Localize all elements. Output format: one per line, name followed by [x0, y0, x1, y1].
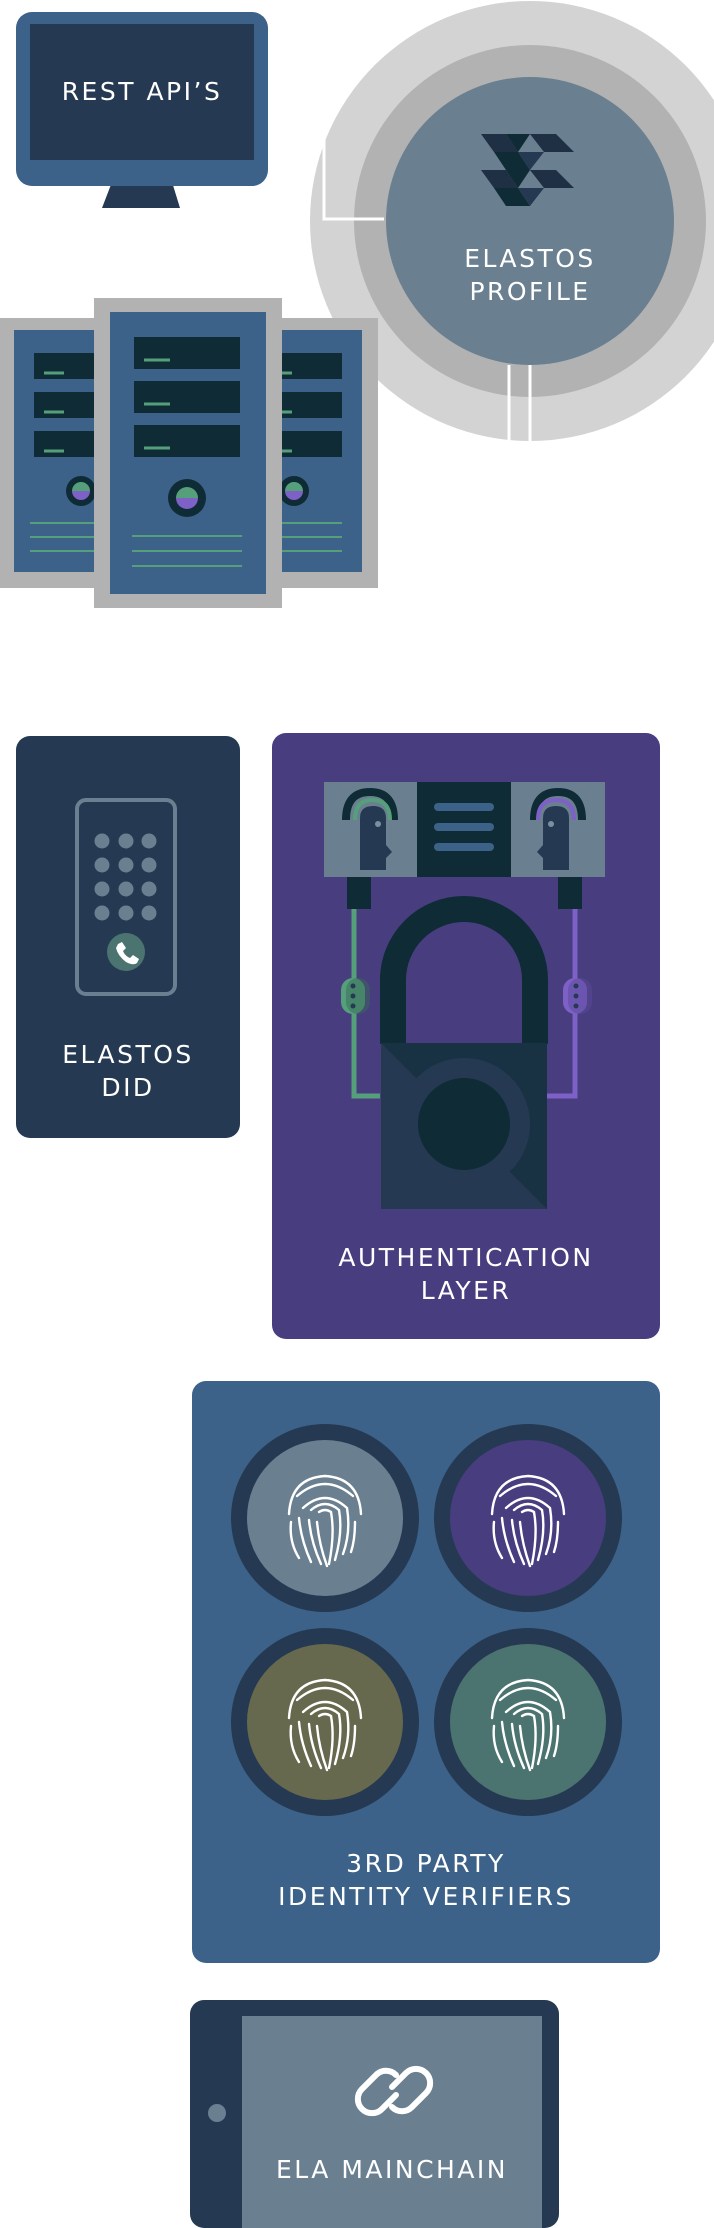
identity-verifiers-line1: 3RD PARTY [346, 1849, 506, 1878]
elastos-profile-line1: ELASTOS [464, 244, 596, 273]
monitor-icon [16, 12, 268, 208]
authentication-layer-label: AUTHENTICATION LAYER [272, 1241, 660, 1307]
identity-verifiers-line2: IDENTITY VERIFIERS [278, 1882, 574, 1911]
authentication-layer-line2: LAYER [420, 1276, 512, 1305]
rest-api-label: REST API’S [61, 77, 223, 106]
identity-verifiers-label: 3RD PARTY IDENTITY VERIFIERS [192, 1847, 660, 1913]
elastos-logo-icon [481, 134, 574, 206]
elastos-profile-label: ELASTOS PROFILE [405, 242, 655, 308]
padlock-icon [324, 782, 605, 1209]
elastos-did-line2: DID [101, 1073, 155, 1102]
server-rack-icon [0, 298, 378, 608]
profile-connectors [322, 102, 532, 441]
ela-mainchain-label: ELA MAINCHAIN [275, 2155, 509, 2184]
elastos-did-line1: ELASTOS [62, 1040, 194, 1069]
elastos-did-label: ELASTOS DID [16, 1038, 240, 1104]
chain-link-icon [354, 2065, 434, 2117]
elastos-profile-node [310, 1, 714, 441]
phone-keypad-icon [75, 798, 177, 996]
authentication-layer-line1: AUTHENTICATION [338, 1243, 594, 1272]
elastos-profile-line2: PROFILE [469, 277, 591, 306]
